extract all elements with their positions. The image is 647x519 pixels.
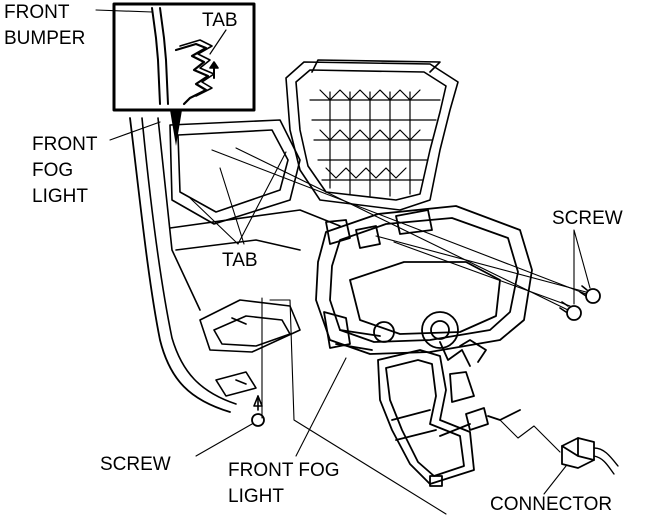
- front-bumper-label-line2: BUMPER: [4, 28, 86, 49]
- screw-bottom: [251, 395, 265, 427]
- screw-right-label: SCREW: [552, 208, 623, 229]
- screw-upper: [579, 285, 601, 304]
- front-grille: [285, 59, 459, 211]
- inset-pointer: [170, 110, 182, 146]
- front-fog-light-bottom-label-line1: FRONT FOG: [228, 460, 340, 481]
- tab-inset-label: TAB: [202, 10, 238, 31]
- fog-light-assembly: [315, 205, 533, 487]
- connector: [561, 437, 619, 475]
- front-fog-light-left-label-line2: FOG: [32, 160, 74, 181]
- front-bumper-label-line1: FRONT: [4, 2, 70, 23]
- front-bumper: [129, 117, 341, 413]
- front-fog-light-bottom-label-line2: LIGHT: [228, 486, 284, 507]
- tab-detail-inset: [112, 2, 256, 112]
- screw-lower: [559, 301, 582, 321]
- connector-label: CONNECTOR: [490, 494, 613, 515]
- leader-lines: [95, 9, 591, 515]
- tab-lower-label: TAB: [222, 250, 258, 271]
- screw-left-label: SCREW: [100, 454, 171, 475]
- front-fog-light-left-label-line1: FRONT: [32, 134, 98, 155]
- front-fog-light-left-label-line3: LIGHT: [32, 186, 88, 207]
